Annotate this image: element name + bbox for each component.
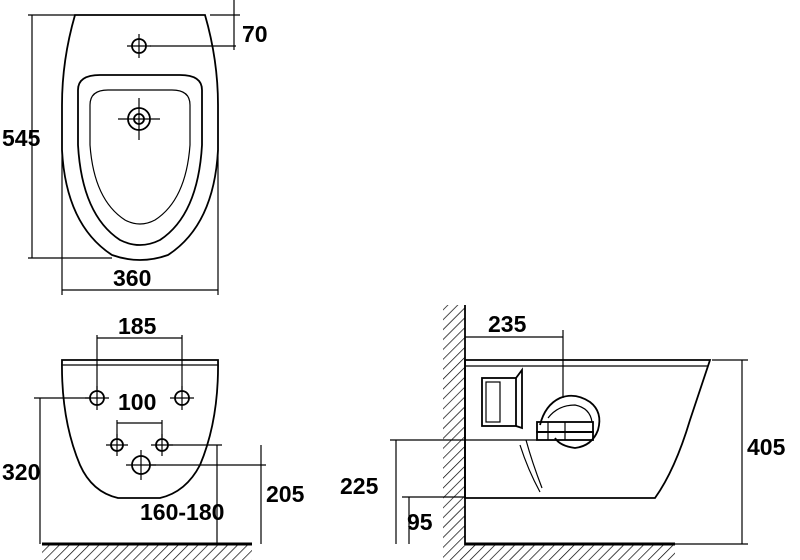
dim-bolt-height-320: 320 bbox=[2, 459, 40, 485]
top-view-bowl bbox=[89, 89, 191, 225]
side-view-floor bbox=[443, 545, 675, 560]
top-view: 70 545 360 bbox=[2, 0, 268, 295]
side-view: 235 405 225 95 bbox=[340, 305, 786, 560]
dim-total-height-405: 405 bbox=[747, 434, 786, 460]
side-view-bowl bbox=[464, 359, 712, 499]
dim-wall-to-inlet-235: 235 bbox=[488, 311, 527, 337]
dim-depth-545: 545 bbox=[2, 125, 41, 151]
dim-bolt-spacing-185: 185 bbox=[118, 313, 157, 339]
dim-inlet-70: 70 bbox=[242, 21, 268, 47]
side-view-bracket bbox=[481, 367, 523, 430]
jet-crosshair bbox=[118, 98, 160, 140]
side-view-wall bbox=[443, 305, 465, 545]
side-view-connector bbox=[536, 394, 601, 449]
dim-range-160-180: 160-180 bbox=[140, 499, 224, 525]
front-view-outline bbox=[61, 359, 219, 499]
dim-floor-offset-95: 95 bbox=[407, 509, 433, 535]
front-view: 185 100 320 205 160-180 bbox=[2, 313, 305, 560]
top-view-rim bbox=[77, 74, 203, 246]
dim-width-360: 360 bbox=[113, 265, 151, 291]
tap-hole-crosshair bbox=[127, 34, 151, 58]
top-view-outline bbox=[61, 14, 219, 261]
dim-outlet-height-225: 225 bbox=[340, 473, 379, 499]
dim-pipe-spacing-100: 100 bbox=[118, 389, 156, 415]
front-view-floor bbox=[42, 545, 252, 560]
dim-outlet-height-205: 205 bbox=[266, 481, 305, 507]
